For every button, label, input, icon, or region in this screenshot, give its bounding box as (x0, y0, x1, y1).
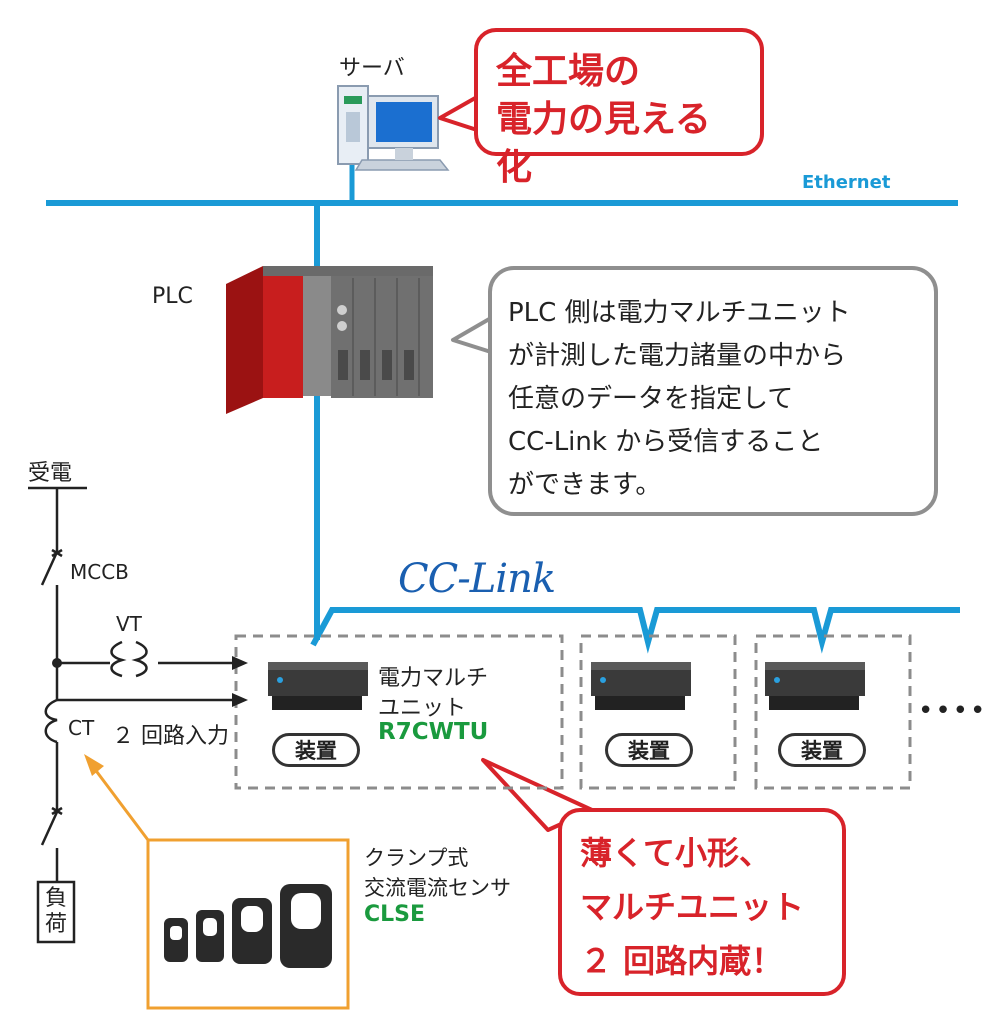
device-box-3 (754, 634, 912, 790)
mccb-label: MCCB (70, 560, 129, 584)
unit-model-label: R7CWTU (378, 719, 489, 745)
unit-name-line1: 電力マルチ (378, 666, 489, 691)
ct-arrow (232, 693, 248, 707)
load-box (36, 880, 76, 944)
callout-visualization-line1: 全工場の (496, 51, 641, 92)
two-circuit-input-label: ２ 回路入力 (112, 724, 229, 749)
vt-label: VT (116, 612, 142, 636)
device-label-1: 装置 (272, 733, 360, 767)
device-box-1 (234, 634, 564, 790)
sensor-name-line2: 交流電流センサ (364, 876, 511, 900)
device-box-2 (579, 634, 737, 790)
more-devices-ellipsis: •••• (918, 696, 988, 726)
sensor-name-line1: クランプ式 (364, 846, 469, 870)
plc-label: PLC (152, 284, 193, 309)
vt-junction-dot (52, 658, 62, 668)
sensor-pointer-line (92, 767, 150, 841)
cclink-logo: CC-Link (398, 556, 556, 602)
callout-features: 薄くて小形、 マルチユニット ２ 回路内蔵！ (558, 808, 846, 996)
callout-plc-line2: が計測した電力諸量の中から (508, 341, 847, 371)
unit-name-line2: ユニット (378, 696, 467, 721)
circuit-lines (28, 486, 236, 882)
load-label: 負荷 (45, 886, 68, 937)
device-label-3: 装置 (778, 733, 866, 767)
cclink-bus-line (310, 607, 960, 654)
callout-features-line1: 薄くて小形、 (580, 834, 772, 872)
multi-unit-image-1 (268, 662, 368, 710)
plc-image (226, 266, 433, 414)
ct-label: CT (68, 716, 95, 740)
ethernet-label: Ethernet (802, 172, 891, 193)
server-icon (337, 85, 450, 171)
callout-plc-description: PLC 側は電力マルチユニット が計測した電力諸量の中から 任意のデータを指定し… (488, 266, 938, 516)
device-label-2: 装置 (605, 733, 693, 767)
multi-unit-image-3 (765, 662, 865, 710)
sensor-pointer-arrow (84, 754, 104, 776)
callout-features-line2: マルチユニット (580, 888, 805, 926)
callout-plc-line5: ができます。 (508, 470, 662, 500)
receiving-label: 受電 (28, 461, 73, 486)
callout-plc-line4: CC-Link から受信すること (508, 427, 824, 457)
callout-top-tail (438, 95, 479, 132)
callout-visualization-line2: 電力の見える化 (496, 99, 711, 188)
multi-unit-image-2 (591, 662, 691, 710)
clamp-sensor-images (164, 884, 332, 968)
callout-visualization: 全工場の 電力の見える化 (474, 28, 764, 188)
callout-plc-tail (451, 316, 493, 354)
callout-plc-line1: PLC 側は電力マルチユニット (508, 298, 851, 328)
callout-features-line3: ２ 回路内蔵！ (580, 942, 784, 980)
server-label: サーバ (339, 56, 405, 81)
sensor-model-label: CLSE (364, 902, 426, 927)
callout-plc-line3: 任意のデータを指定して (508, 384, 794, 414)
vt-arrow (232, 656, 248, 670)
